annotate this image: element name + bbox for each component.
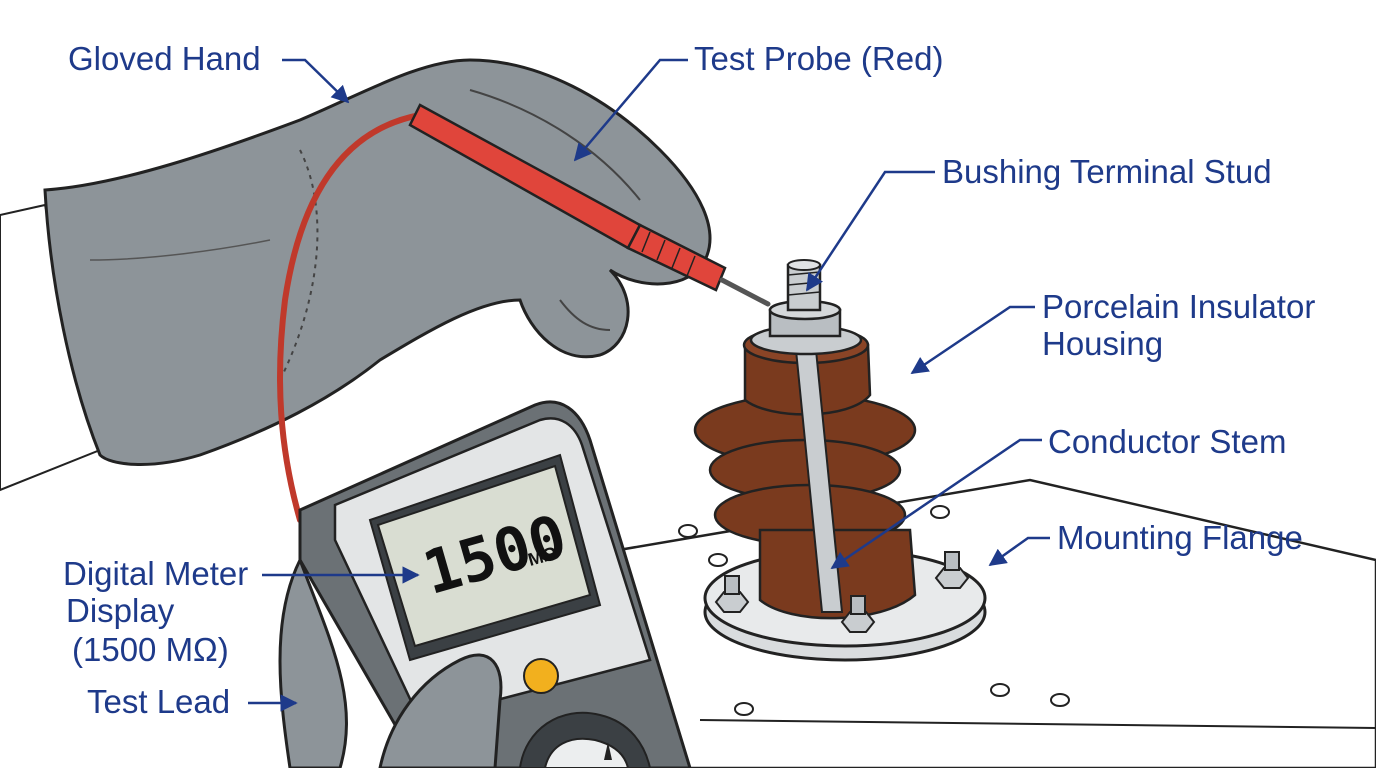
digital-meter [298, 400, 692, 768]
label-porcelain-housing-line2: Housing [1042, 325, 1164, 362]
leader-mounting-flange [988, 536, 1050, 567]
gloved-hand [43, 58, 712, 466]
lower-gloved-hand [278, 556, 503, 768]
label-porcelain-housing-line1: Porcelain Insulator [1042, 288, 1316, 325]
label-test-lead: Test Lead [87, 683, 231, 720]
label-conductor-stem: Conductor Stem [1048, 423, 1287, 460]
leader-porcelain-housing [910, 305, 1035, 375]
label-meter-display-line1: Digital Meter [63, 555, 249, 592]
leader-test-probe [573, 58, 688, 162]
label-meter-display-line2: Display [66, 592, 175, 629]
flange-bolts [714, 551, 970, 633]
bushing-terminal-stud [749, 259, 863, 356]
label-bushing-terminal-stud: Bushing Terminal Stud [942, 153, 1272, 190]
leader-gloved-hand [282, 58, 350, 104]
leader-conductor-stem [830, 438, 1042, 570]
label-test-probe: Test Probe (Red) [694, 40, 944, 77]
leader-lines [248, 58, 1050, 712]
label-meter-display-line3: (1500 MΩ) [72, 631, 229, 668]
leader-terminal-stud [805, 170, 935, 292]
red-test-probe [408, 103, 771, 307]
label-mounting-flange: Mounting Flange [1057, 519, 1303, 556]
label-gloved-hand: Gloved Hand [68, 40, 261, 77]
red-test-lead-cable [277, 112, 423, 523]
